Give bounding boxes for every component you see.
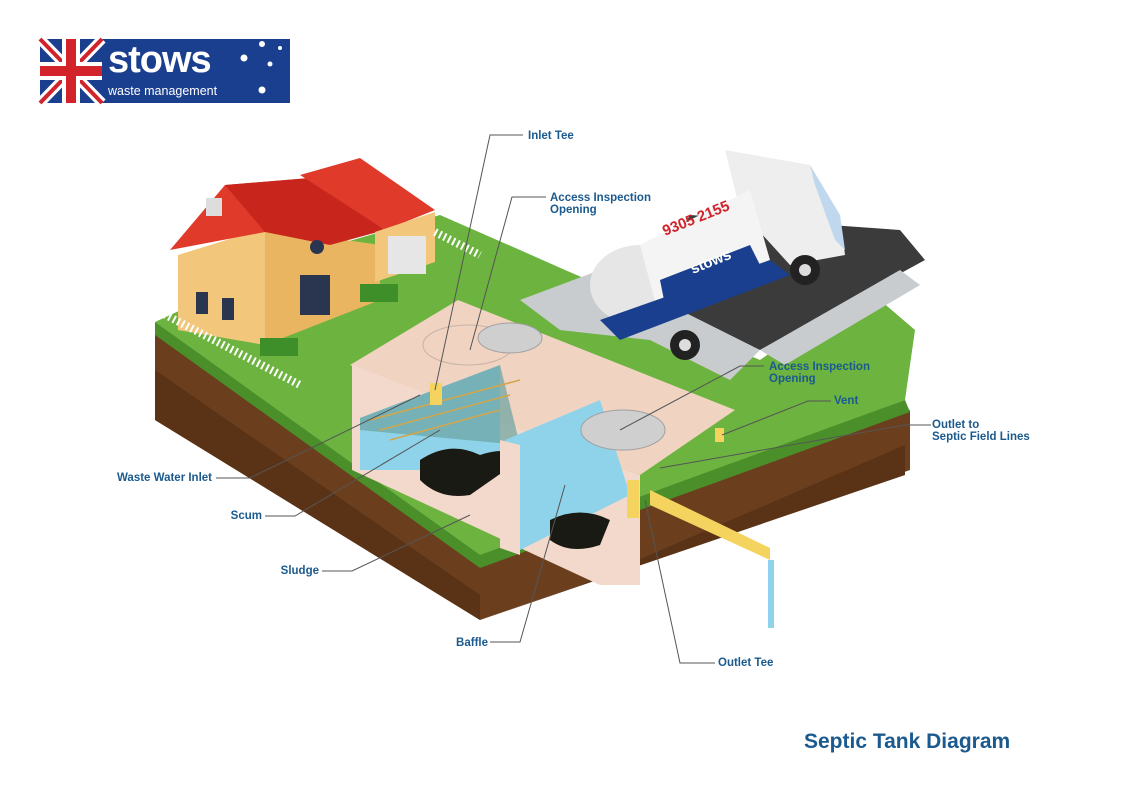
label-access-mid-line2: Opening — [769, 373, 816, 385]
label-sludge: Sludge — [280, 565, 319, 577]
house-illustration — [158, 158, 482, 389]
truck-illustration — [590, 150, 845, 360]
label-waste-water-inlet: Waste Water Inlet — [117, 472, 212, 484]
label-access-inspection-mid: Access Inspection Opening — [769, 361, 870, 385]
septic-tank-illustration — [350, 300, 774, 628]
label-access-top-line1: Access Inspection — [550, 192, 651, 204]
label-vent: Vent — [834, 395, 859, 407]
label-access-mid-line1: Access Inspection — [769, 361, 870, 373]
label-scum: Scum — [230, 510, 262, 522]
leader-lines — [216, 134, 931, 664]
label-outlet-field-lines: Outlet to Septic Field Lines — [932, 419, 1030, 443]
label-baffle: Baffle — [456, 637, 488, 649]
label-outlet-tee: Outlet Tee — [718, 657, 774, 669]
logo-tagline: waste management — [108, 84, 218, 98]
label-inlet-tee: Inlet Tee — [528, 130, 574, 142]
label-outlet-field-line1: Outlet to — [932, 419, 980, 431]
stows-logo — [36, 35, 290, 107]
label-access-top-line2: Opening — [550, 204, 597, 216]
label-access-inspection-top: Access Inspection Opening — [550, 192, 651, 216]
diagram-title: Septic Tank Diagram — [804, 730, 1011, 753]
label-outlet-field-line2: Septic Field Lines — [932, 431, 1030, 443]
logo-wordmark: stows — [108, 39, 212, 81]
